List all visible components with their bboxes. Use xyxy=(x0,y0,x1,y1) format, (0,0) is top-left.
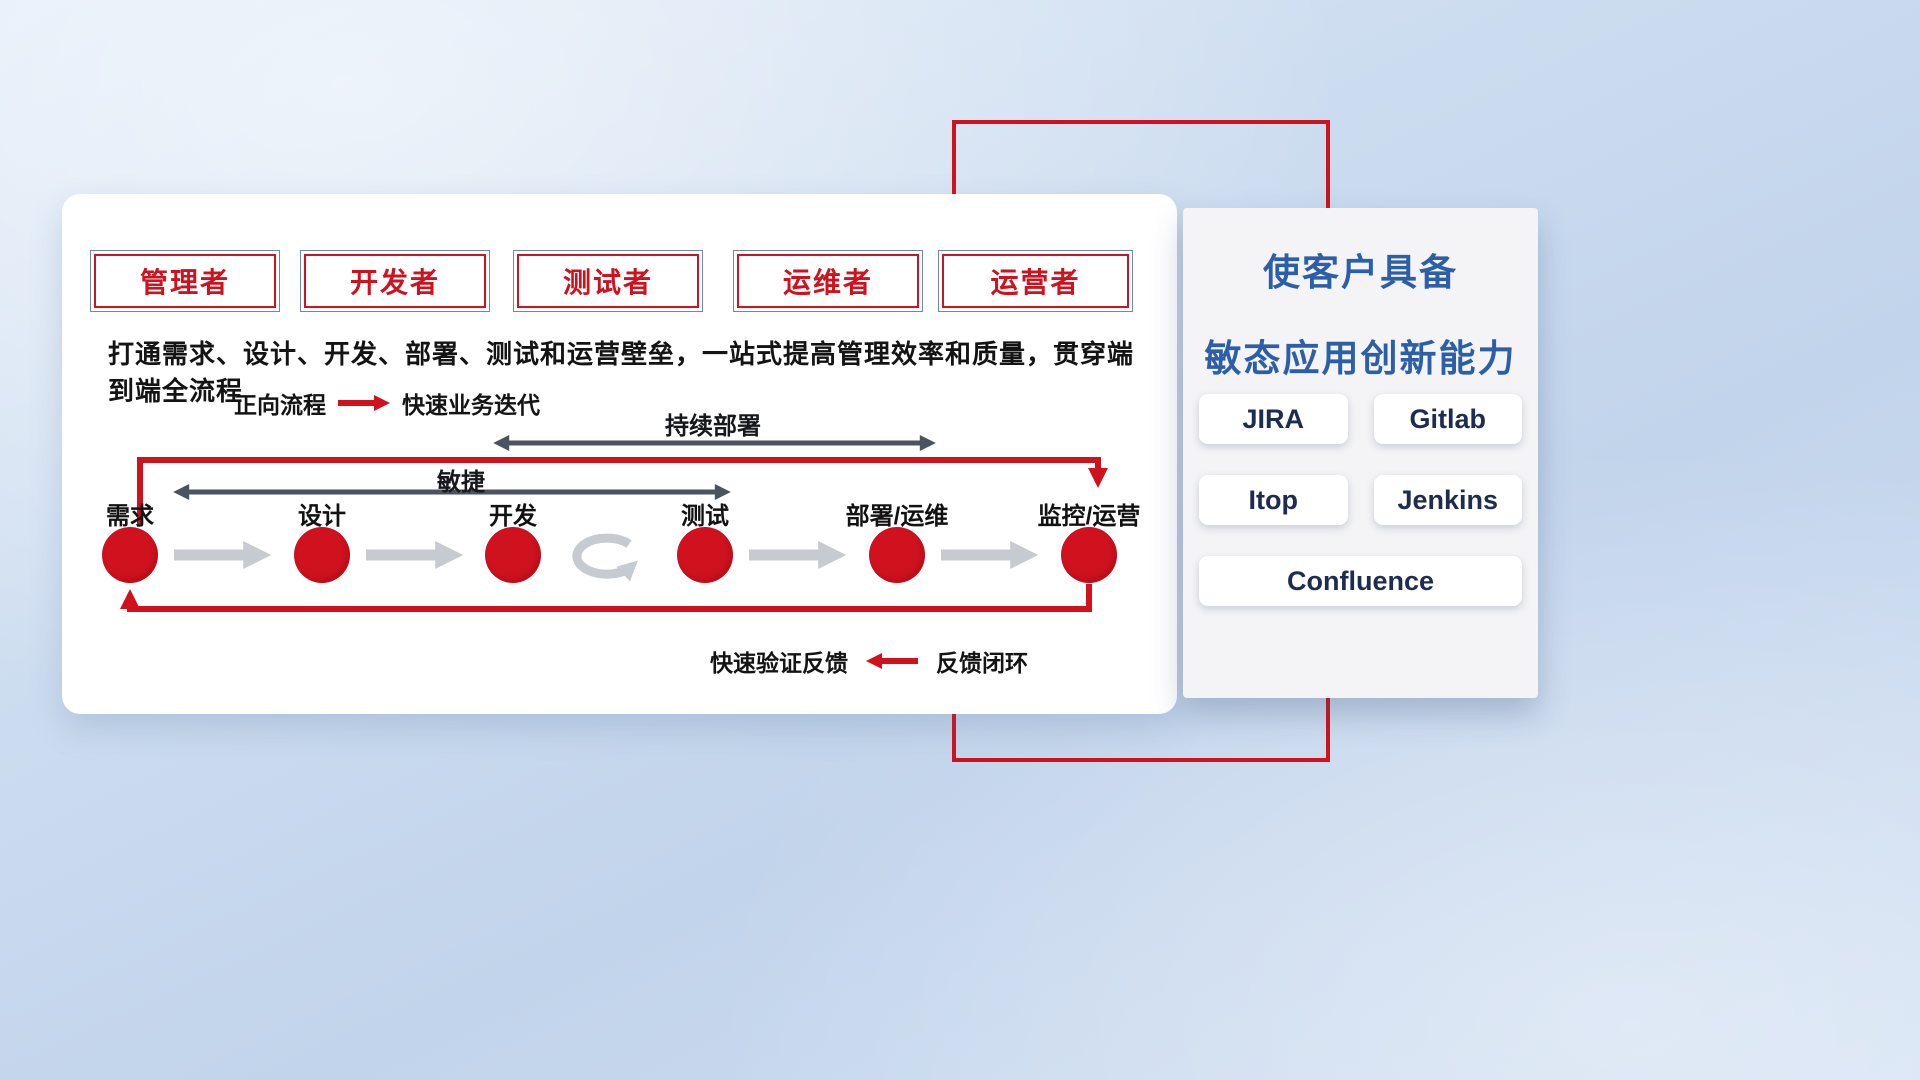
feedback-loop-top xyxy=(137,457,1108,524)
role-label: 运维者 xyxy=(782,267,873,298)
tool-list: JIRA Gitlab Itop Jenkins Confluence xyxy=(1199,394,1522,606)
tool-confluence: Confluence xyxy=(1199,556,1522,606)
stage-node-requirements xyxy=(102,527,158,583)
tool-jenkins: Jenkins xyxy=(1373,475,1522,525)
panel-title-line1: 使客户具备 xyxy=(1263,252,1458,293)
role-label: 运营者 xyxy=(990,267,1081,298)
legend-forward-label: 正向流程 xyxy=(234,392,326,418)
role-label: 开发者 xyxy=(349,267,440,298)
stage-label-deploy-ops: 部署/运维 xyxy=(845,503,949,530)
tool-gitlab: Gitlab xyxy=(1373,394,1522,444)
role-box-manager: 管理者 xyxy=(90,250,280,312)
stage-node-develop xyxy=(485,527,541,583)
feedback-loop-bottom xyxy=(120,584,1092,612)
stage-label-test: 测试 xyxy=(681,503,729,530)
agile-label: 敏捷 xyxy=(437,469,485,496)
stage-node-monitor xyxy=(1061,527,1117,583)
stage-label-requirements: 需求 xyxy=(106,503,154,530)
feedback-arrow-icon xyxy=(866,653,918,669)
stage-label-design: 设计 xyxy=(298,503,346,530)
role-label: 测试者 xyxy=(562,267,653,298)
stage-node-deploy-ops xyxy=(869,527,925,583)
role-box-ops: 运维者 xyxy=(733,250,923,312)
tool-jira: JIRA xyxy=(1199,394,1348,444)
role-box-tester: 测试者 xyxy=(513,250,703,312)
forward-arrow-icon xyxy=(338,395,390,411)
role-label: 管理者 xyxy=(139,267,230,298)
legend-forward: 正向流程 快速业务迭代 xyxy=(234,386,540,420)
panel-title: 使客户具备 敏态应用创新能力 xyxy=(1183,242,1538,382)
process-card: 管理者 开发者 测试者 运维者 运营者 打通需求、设计、开发、部署、测试和运营壁… xyxy=(62,194,1177,714)
iteration-loop-icon xyxy=(572,533,638,582)
legend-feedback: 快速验证反馈 反馈闭环 xyxy=(710,644,1028,678)
capability-panel: 使客户具备 敏态应用创新能力 JIRA Gitlab Itop Jenkins … xyxy=(1183,208,1538,698)
legend-forward-desc: 快速业务迭代 xyxy=(402,392,540,418)
stage-label-develop: 开发 xyxy=(489,503,537,530)
role-box-developer: 开发者 xyxy=(300,250,490,312)
tool-itop: Itop xyxy=(1199,475,1348,525)
stage-node-test xyxy=(677,527,733,583)
stage-node-design xyxy=(294,527,350,583)
continuous-deploy-label: 持续部署 xyxy=(665,413,761,440)
legend-feedback-desc: 快速验证反馈 xyxy=(710,650,848,676)
panel-title-line2: 敏态应用创新能力 xyxy=(1204,338,1517,379)
role-box-operator: 运营者 xyxy=(938,250,1133,312)
stage-label-monitor: 监控/运营 xyxy=(1037,503,1141,530)
legend-feedback-label: 反馈闭环 xyxy=(936,650,1028,676)
flow-arrows-layer xyxy=(120,435,1108,612)
process-subtitle: 打通需求、设计、开发、部署、测试和运营壁垒，一站式提高管理效率和质量，贯穿端到端… xyxy=(108,339,1135,406)
